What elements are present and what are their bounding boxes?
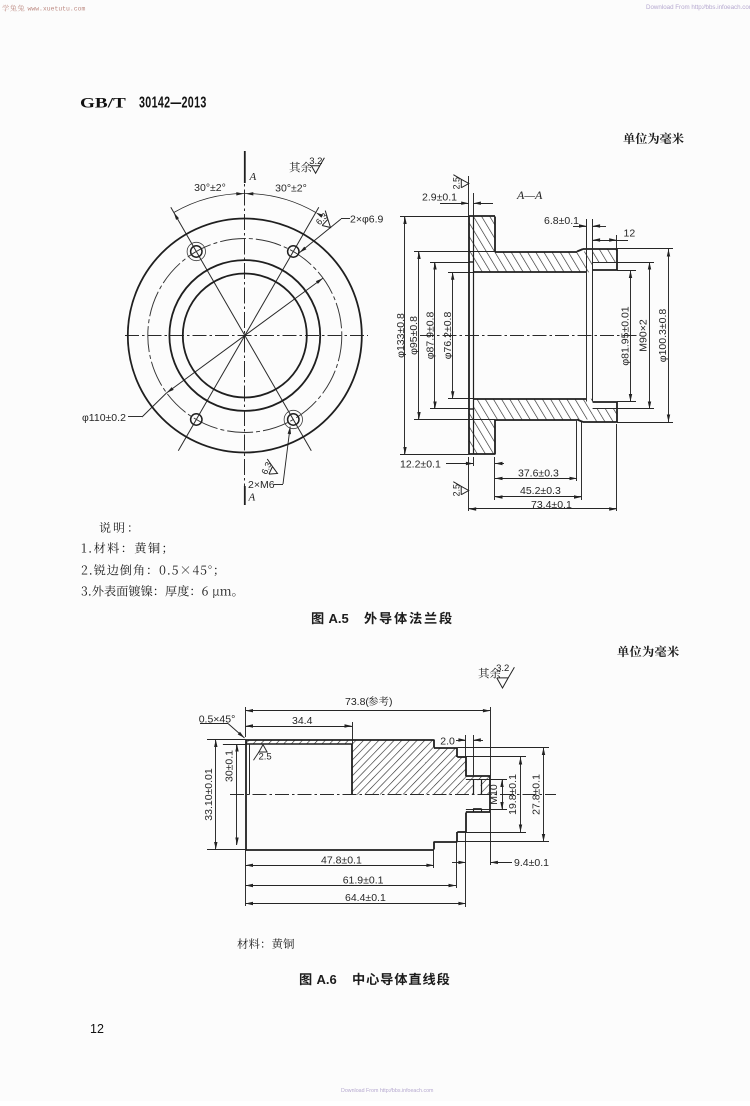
svg-text:30°±2°: 30°±2°: [275, 183, 307, 195]
svg-text:Download From http:⁄⁄bbs.infoe: Download From http:⁄⁄bbs.infoeach.com: [646, 4, 750, 11]
svg-text:61.9±0.1: 61.9±0.1: [343, 875, 384, 887]
svg-text:9.4±0.1: 9.4±0.1: [514, 857, 549, 869]
svg-text:2.0: 2.0: [440, 735, 455, 747]
svg-text:Download From http:⁄⁄bbs.infoe: Download From http:⁄⁄bbs.infoeach.com: [341, 1088, 434, 1094]
svg-text:6.8±0.1: 6.8±0.1: [544, 215, 579, 227]
svg-text:2.5: 2.5: [452, 484, 462, 497]
svg-text:73.8(: 73.8(: [345, 696, 369, 708]
svg-text:73.4±0.1: 73.4±0.1: [531, 499, 572, 511]
svg-text:12: 12: [624, 228, 636, 240]
svg-text:30142—2013: 30142—2013: [139, 93, 207, 111]
svg-text:φ81.95±0.01: φ81.95±0.01: [620, 306, 632, 365]
svg-text:3.2: 3.2: [309, 156, 322, 167]
svg-text:3.2: 3.2: [496, 663, 509, 674]
svg-text:M10: M10: [488, 784, 500, 805]
svg-text:64.4±0.1: 64.4±0.1: [345, 892, 386, 904]
svg-text:A: A: [248, 492, 256, 504]
svg-text:GB/T: GB/T: [80, 94, 126, 111]
svg-text:45.2±0.3: 45.2±0.3: [520, 485, 561, 497]
svg-text:φ87.9±0.8: φ87.9±0.8: [425, 312, 437, 360]
svg-text:0.5×45°: 0.5×45°: [199, 714, 236, 726]
svg-text:φ100.3±0.8: φ100.3±0.8: [657, 309, 669, 363]
svg-text:30°±2°: 30°±2°: [194, 182, 226, 194]
svg-text:30±0.1: 30±0.1: [224, 750, 236, 782]
svg-text:A.6: A.6: [317, 972, 337, 987]
svg-text:27.8±0.1: 27.8±0.1: [531, 774, 543, 815]
svg-text:A: A: [249, 171, 257, 183]
svg-text:φ110±0.2: φ110±0.2: [82, 412, 126, 424]
svg-text:2×φ6.9: 2×φ6.9: [350, 214, 384, 226]
svg-text:φ76.2±0.8: φ76.2±0.8: [442, 312, 454, 360]
svg-text:www.xuetutu.com: www.xuetutu.com: [28, 6, 86, 13]
svg-text:2.5: 2.5: [452, 177, 462, 190]
svg-text:2.9±0.1: 2.9±0.1: [422, 192, 457, 204]
svg-text:): ): [389, 696, 393, 708]
svg-text:A—A: A—A: [516, 188, 543, 202]
svg-text:M90×2: M90×2: [638, 319, 650, 352]
svg-text:47.8±0.1: 47.8±0.1: [321, 855, 362, 867]
svg-text:37.6±0.3: 37.6±0.3: [518, 468, 559, 480]
svg-text:12: 12: [90, 1022, 104, 1036]
svg-text:2×M6: 2×M6: [248, 479, 275, 491]
svg-text:6.3: 6.3: [259, 460, 273, 476]
svg-text:2.5: 2.5: [259, 752, 272, 763]
svg-text:φ95±0.8: φ95±0.8: [408, 316, 420, 355]
svg-text:33.10±0.01: 33.10±0.01: [203, 768, 215, 821]
svg-text:A.5: A.5: [329, 611, 349, 626]
svg-text:12.2±0.1: 12.2±0.1: [400, 459, 441, 471]
svg-text:34.4: 34.4: [292, 715, 313, 727]
svg-text:φ133±0.8: φ133±0.8: [395, 313, 407, 358]
svg-text:19.8±0.1: 19.8±0.1: [507, 774, 519, 815]
